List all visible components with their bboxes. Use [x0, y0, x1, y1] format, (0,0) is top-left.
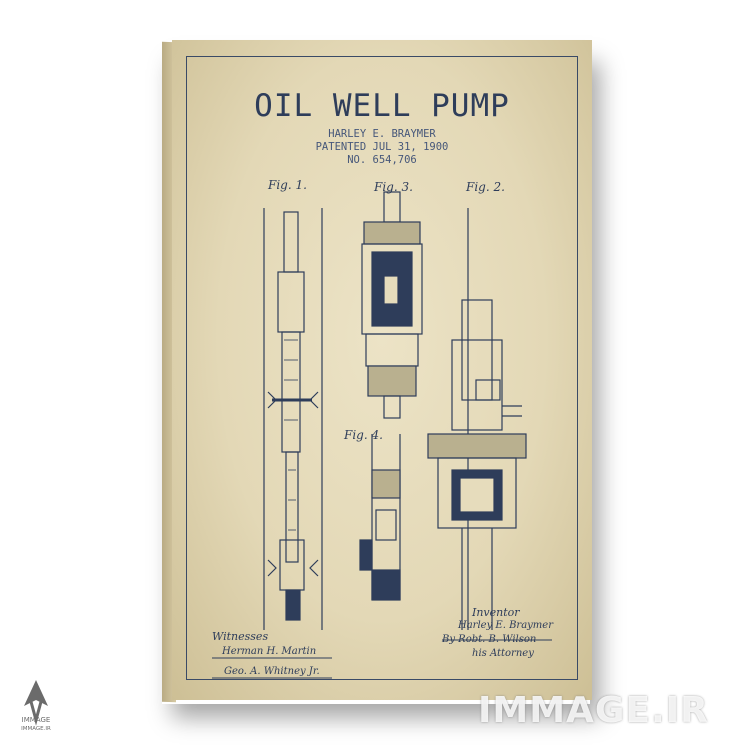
- inventor-signature: Harley E. Braymer: [458, 620, 553, 631]
- patent-poster-canvas: OIL WELL PUMP HARLEY E. BRAYMER PATENTED…: [172, 40, 592, 700]
- witnesses-label: Witnesses: [212, 630, 269, 643]
- inventor-name: HARLEY E. BRAYMER: [328, 128, 436, 140]
- patent-drawings: [212, 191, 552, 679]
- watermark-text: IMMAGE.IR: [478, 690, 709, 731]
- inventor-label: Inventor: [472, 606, 520, 619]
- poster-title: OIL WELL PUMP: [254, 88, 510, 124]
- fig3-label: Fig. 3.: [374, 180, 413, 194]
- patent-number: NO. 654,706: [347, 154, 417, 166]
- fig2-label: Fig. 2.: [466, 180, 505, 194]
- watermark-logo-text: IMMAGE: [21, 716, 51, 724]
- witness-signature-1: Herman H. Martin: [222, 646, 317, 657]
- witness-signature-2: Geo. A. Whitney Jr.: [224, 666, 320, 677]
- attorney-label: his Attorney: [472, 648, 534, 659]
- poster-border: [186, 56, 578, 680]
- watermark-logo-sub: IMMAGE.IR: [21, 726, 51, 732]
- watermark-logo-icon: [24, 680, 48, 726]
- patent-date: PATENTED JUL 31, 1900: [315, 141, 449, 153]
- fig1-label: Fig. 1.: [268, 178, 307, 192]
- fig4-label: Fig. 4.: [344, 428, 383, 442]
- attorney-line: By Robt. B. Wilson: [442, 634, 537, 645]
